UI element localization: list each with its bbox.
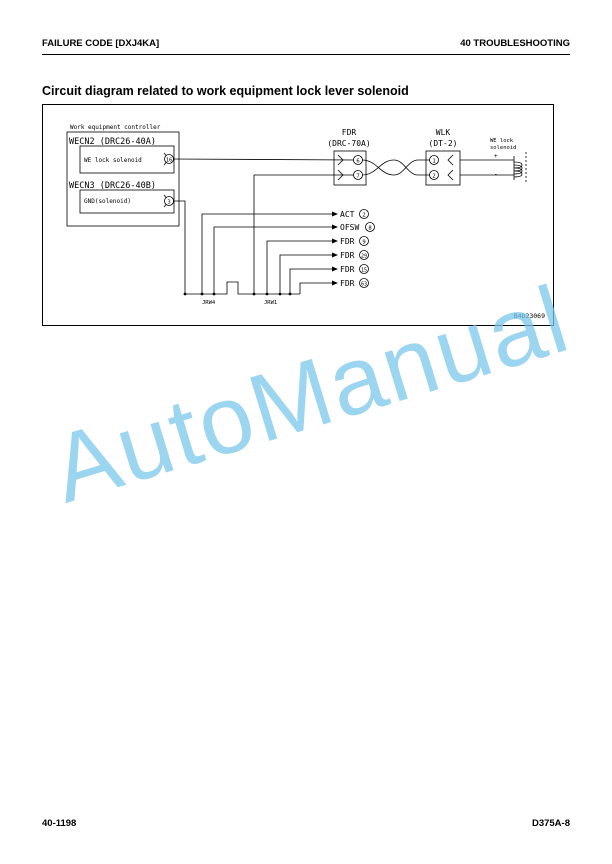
target-ofsw: OFSW 8 (340, 222, 375, 232)
pin1-label: 1 (432, 159, 435, 165)
target-fdr-63-name: FDR (340, 279, 355, 288)
failure-code-label: FAILURE CODE [DXJ4KA] (42, 38, 160, 49)
jrw4-label: JRW4 (202, 300, 216, 306)
solenoid-label-1: WE lock (490, 138, 514, 144)
fdr-name: FDR (342, 128, 357, 137)
target-act-name: ACT (340, 210, 355, 219)
fdr-connector (333, 150, 367, 186)
target-fdr-9: FDR 9 (340, 236, 369, 246)
target-fdr-29-pin: 29 (361, 254, 367, 260)
solenoid-coil-icon (460, 152, 527, 184)
jrw1-label: JRW1 (264, 300, 277, 306)
wlk-connector (425, 150, 461, 186)
pin2-label: 2 (432, 174, 435, 180)
wlk-name: WLK (436, 128, 451, 137)
pin6-label: 6 (356, 159, 359, 165)
diagram-frame (42, 104, 554, 326)
target-fdr-15-pin: 15 (361, 268, 367, 274)
target-fdr-15: FDR 15 (340, 264, 369, 274)
controller-box (66, 131, 180, 227)
page-title: Circuit diagram related to work equipmen… (42, 84, 409, 98)
pin7-label: 7 (356, 174, 359, 180)
section-label: 40 TROUBLESHOOTING (460, 38, 570, 49)
plus-sign: + (494, 153, 498, 160)
target-act-pin: 2 (362, 213, 365, 219)
target-fdr-29-name: FDR (340, 251, 355, 260)
diagram-code: B4D23069 (514, 312, 545, 320)
target-fdr-9-pin: 9 (362, 240, 365, 246)
target-act: ACT 2 (340, 209, 369, 219)
target-ofsw-name: OFSW (340, 223, 359, 232)
target-fdr-63: FDR 63 (340, 278, 369, 288)
model-label: D375A-8 (531, 818, 570, 829)
fdr-type: (DRC-70A) (327, 139, 370, 148)
wecn2-label: WECN2 (DRC26-40A) (69, 137, 156, 147)
target-fdr-9-name: FDR (340, 237, 355, 246)
minus-sign: - (494, 171, 498, 178)
we-lock-solenoid-label: WE lock solenoid (84, 157, 142, 164)
wiring (172, 158, 430, 295)
target-ofsw-pin: 8 (368, 226, 371, 232)
target-fdr-29: FDR 29 (340, 250, 369, 260)
pin16-label: 16 (166, 158, 173, 164)
arrowheads (332, 211, 338, 286)
wlk-type: (DT-2) (429, 139, 458, 148)
solenoid-label-2: solenoid (490, 145, 517, 151)
pin3-label: 3 (167, 200, 170, 206)
target-fdr-63-pin: 63 (361, 282, 367, 288)
target-fdr-15-name: FDR (340, 265, 355, 274)
page-header: FAILURE CODE [DXJ4KA] 40 TROUBLESHOOTING (42, 36, 570, 55)
circuit-diagram: Work equipment controller WECN2 (DRC26-4… (66, 124, 545, 320)
page-number: 40-1198 (42, 818, 77, 829)
gnd-solenoid-label: GND(solenoid) (84, 198, 131, 205)
junction-dots (183, 292, 292, 296)
controller-label: Work equipment controller (70, 124, 161, 131)
wecn3-label: WECN3 (DRC26-40B) (69, 181, 156, 191)
